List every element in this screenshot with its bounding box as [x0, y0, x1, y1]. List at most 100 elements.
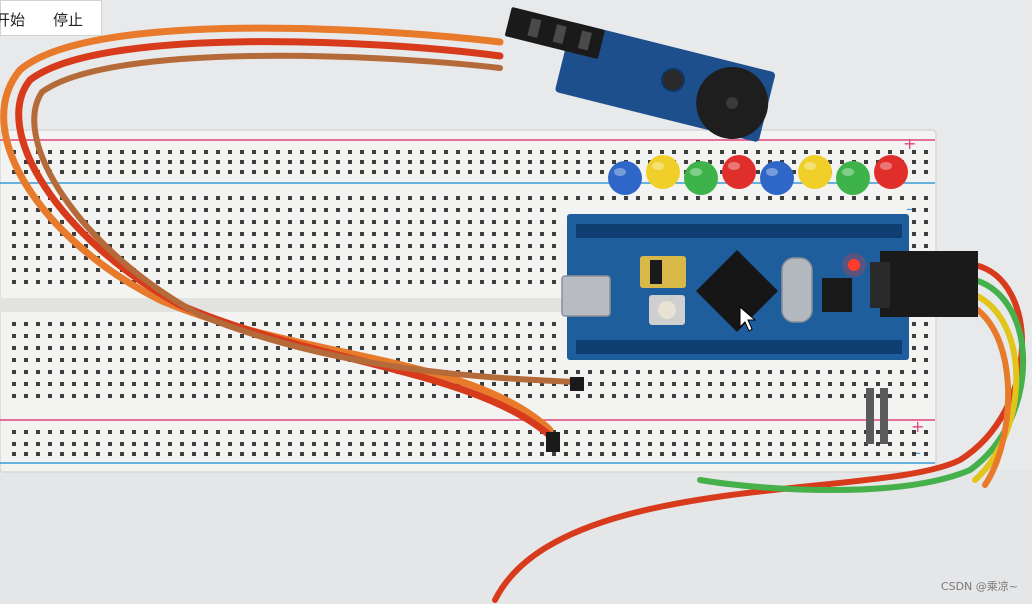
breadboard-hole: [264, 208, 268, 212]
breadboard-hole: [900, 370, 904, 374]
breadboard-hole: [780, 150, 784, 154]
jumper-pin-2: [880, 388, 888, 444]
breadboard-hole: [132, 232, 136, 236]
breadboard-hole: [168, 256, 172, 260]
breadboard-hole: [48, 160, 52, 164]
breadboard-hole: [252, 346, 256, 350]
breadboard-hole: [72, 322, 76, 326]
breadboard-hole: [384, 160, 388, 164]
breadboard-hole: [48, 256, 52, 260]
breadboard-hole: [684, 150, 688, 154]
breadboard-hole: [336, 442, 340, 446]
breadboard-hole: [312, 244, 316, 248]
breadboard-hole: [924, 170, 928, 174]
breadboard-hole: [240, 322, 244, 326]
breadboard-hole: [840, 394, 844, 398]
breadboard-hole: [576, 442, 580, 446]
breadboard-hole: [432, 268, 436, 272]
breadboard-hole: [516, 430, 520, 434]
breadboard-hole: [780, 394, 784, 398]
breadboard-hole: [336, 358, 340, 362]
breadboard-hole: [480, 256, 484, 260]
breadboard-hole: [648, 196, 652, 200]
breadboard-hole: [840, 370, 844, 374]
breadboard-hole: [108, 280, 112, 284]
breadboard-hole: [684, 394, 688, 398]
breadboard-hole: [48, 430, 52, 434]
breadboard-hole: [84, 370, 88, 374]
breadboard-hole: [324, 280, 328, 284]
breadboard-hole: [132, 382, 136, 386]
breadboard-hole: [324, 196, 328, 200]
breadboard-hole: [792, 196, 796, 200]
breadboard-hole: [360, 370, 364, 374]
breadboard-hole: [96, 196, 100, 200]
breadboard-hole: [84, 170, 88, 174]
breadboard-hole: [276, 430, 280, 434]
breadboard-hole: [264, 170, 268, 174]
breadboard-hole: [708, 196, 712, 200]
breadboard-hole: [36, 346, 40, 350]
breadboard-hole: [120, 430, 124, 434]
breadboard-hole: [600, 442, 604, 446]
breadboard-hole: [336, 170, 340, 174]
breadboard-hole: [132, 346, 136, 350]
breadboard-hole: [288, 268, 292, 272]
breadboard-hole: [324, 256, 328, 260]
breadboard-hole: [216, 442, 220, 446]
breadboard-hole: [264, 430, 268, 434]
breadboard-hole: [480, 346, 484, 350]
breadboard-hole: [24, 430, 28, 434]
breadboard-hole: [312, 280, 316, 284]
breadboard-hole: [84, 160, 88, 164]
stm32-board: [561, 214, 978, 360]
breadboard-hole: [540, 358, 544, 362]
breadboard-hole: [528, 394, 532, 398]
breadboard-hole: [660, 382, 664, 386]
breadboard-hole: [792, 160, 796, 164]
breadboard-hole: [204, 196, 208, 200]
breadboard-hole: [240, 160, 244, 164]
breadboard-hole: [24, 268, 28, 272]
breadboard-hole: [120, 150, 124, 154]
breadboard-hole: [24, 170, 28, 174]
breadboard-hole: [576, 430, 580, 434]
breadboard-hole: [360, 256, 364, 260]
breadboard-hole: [432, 244, 436, 248]
breadboard-hole: [552, 346, 556, 350]
breadboard-hole: [516, 208, 520, 212]
breadboard-hole: [48, 394, 52, 398]
breadboard-hole: [288, 208, 292, 212]
breadboard-hole: [708, 430, 712, 434]
breadboard-hole: [108, 208, 112, 212]
breadboard-hole: [420, 160, 424, 164]
breadboard-hole: [552, 196, 556, 200]
led-3: [684, 161, 718, 195]
buzzer-transistor: [660, 67, 685, 92]
breadboard-hole: [552, 334, 556, 338]
breadboard-hole: [156, 244, 160, 248]
stop-button[interactable]: 停止: [53, 11, 84, 29]
breadboard-hole: [84, 442, 88, 446]
breadboard-hole: [444, 280, 448, 284]
breadboard-hole: [828, 160, 832, 164]
breadboard-hole: [252, 394, 256, 398]
breadboard-hole: [444, 346, 448, 350]
start-button[interactable]: 开始: [0, 9, 25, 30]
breadboard-hole: [168, 160, 172, 164]
breadboard-hole: [504, 322, 508, 326]
breadboard-hole: [876, 452, 880, 456]
breadboard-hole: [156, 442, 160, 446]
breadboard-hole: [168, 370, 172, 374]
breadboard-hole: [372, 394, 376, 398]
breadboard-hole: [708, 370, 712, 374]
breadboard-hole: [168, 382, 172, 386]
breadboard-hole: [60, 430, 64, 434]
breadboard-hole: [336, 370, 340, 374]
breadboard-hole: [372, 150, 376, 154]
breadboard-hole: [492, 232, 496, 236]
breadboard-hole: [564, 394, 568, 398]
breadboard-hole: [360, 268, 364, 272]
breadboard-hole: [528, 322, 532, 326]
breadboard-hole: [252, 150, 256, 154]
